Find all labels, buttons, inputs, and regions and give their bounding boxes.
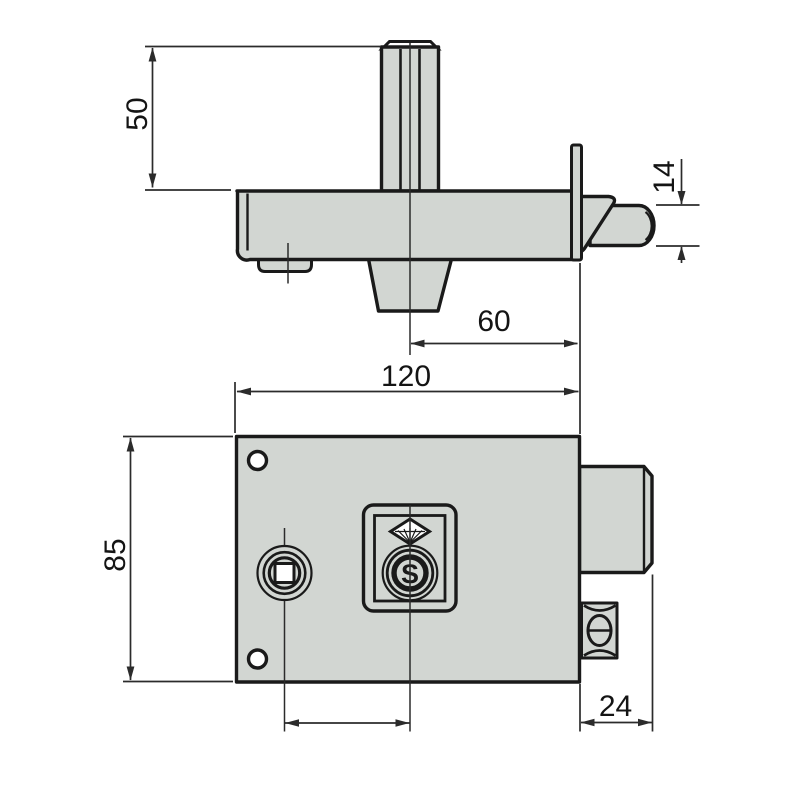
dim-label-14: 14 <box>648 160 681 193</box>
dim-label-50: 50 <box>121 97 154 130</box>
side-latch <box>580 601 619 660</box>
top-view-dimensions: 50 14 60 <box>121 43 700 434</box>
dim-label-60: 60 <box>477 305 510 338</box>
strike-plate <box>570 143 583 262</box>
bolt-housing <box>577 464 654 575</box>
lock-body-top <box>235 189 582 262</box>
screw-hole-top <box>246 449 269 472</box>
dim-label-24: 24 <box>599 690 632 723</box>
latch-cap-arc <box>644 211 653 241</box>
top-view <box>235 40 656 313</box>
dim-label-120: 120 <box>381 360 431 393</box>
front-view-dimensions: 120 85 24 <box>99 360 654 732</box>
spindle-tab <box>257 258 313 273</box>
screw-hole-bottom <box>246 648 269 670</box>
dim-label-85: 85 <box>99 538 132 571</box>
front-view: S <box>234 434 654 684</box>
spindle-square <box>273 562 296 584</box>
spindle-hub <box>256 544 313 602</box>
